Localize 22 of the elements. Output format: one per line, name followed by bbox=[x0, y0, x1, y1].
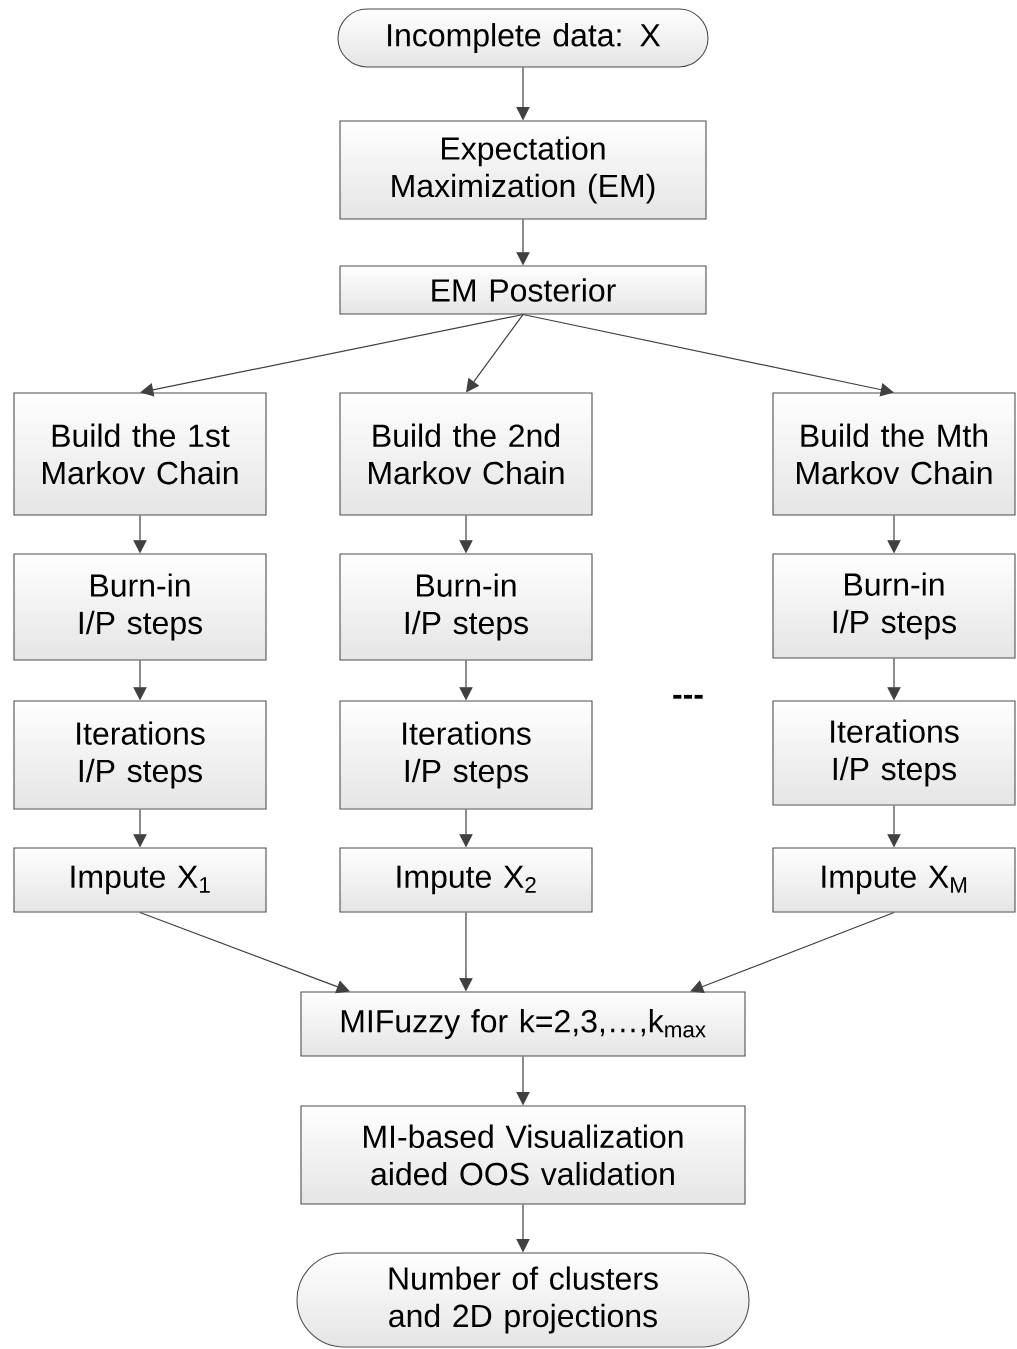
arrow bbox=[139, 911, 350, 994]
process-box: Iterations I/P steps bbox=[13, 700, 267, 810]
arrow bbox=[522, 313, 894, 397]
process-box: Build the Mth Markov Chain bbox=[772, 392, 1016, 516]
ellipsis-label: --- bbox=[673, 694, 703, 699]
terminal-box: Number of clusters and 2D projections bbox=[296, 1252, 750, 1348]
process-box: Impute X$_{M}$ bbox=[772, 847, 1016, 913]
process-box: Impute X$_{1}$ bbox=[13, 847, 267, 913]
terminal-box: Incomplete data: X bbox=[337, 8, 709, 68]
process-box: MIFuzzy for k=2,3,…,k$_{max}$ bbox=[300, 991, 746, 1057]
process-box: EM Posterior bbox=[339, 265, 707, 315]
process-box: Expectation Maximization (EM) bbox=[339, 120, 707, 220]
process-box: Build the 2nd Markov Chain bbox=[339, 392, 593, 516]
process-box: Iterations I/P steps bbox=[339, 700, 593, 810]
arrow bbox=[140, 313, 524, 397]
process-box: Burn-in I/P steps bbox=[339, 553, 593, 661]
process-box: Build the 1st Markov Chain bbox=[13, 392, 267, 516]
process-box: Iterations I/P steps bbox=[772, 700, 1016, 806]
process-box: Burn-in I/P steps bbox=[13, 553, 267, 661]
process-box: Impute X$_{2}$ bbox=[339, 847, 593, 913]
process-box: Burn-in I/P steps bbox=[772, 553, 1016, 659]
process-box: MI-based Visualization aided OOS validation bbox=[300, 1105, 746, 1205]
